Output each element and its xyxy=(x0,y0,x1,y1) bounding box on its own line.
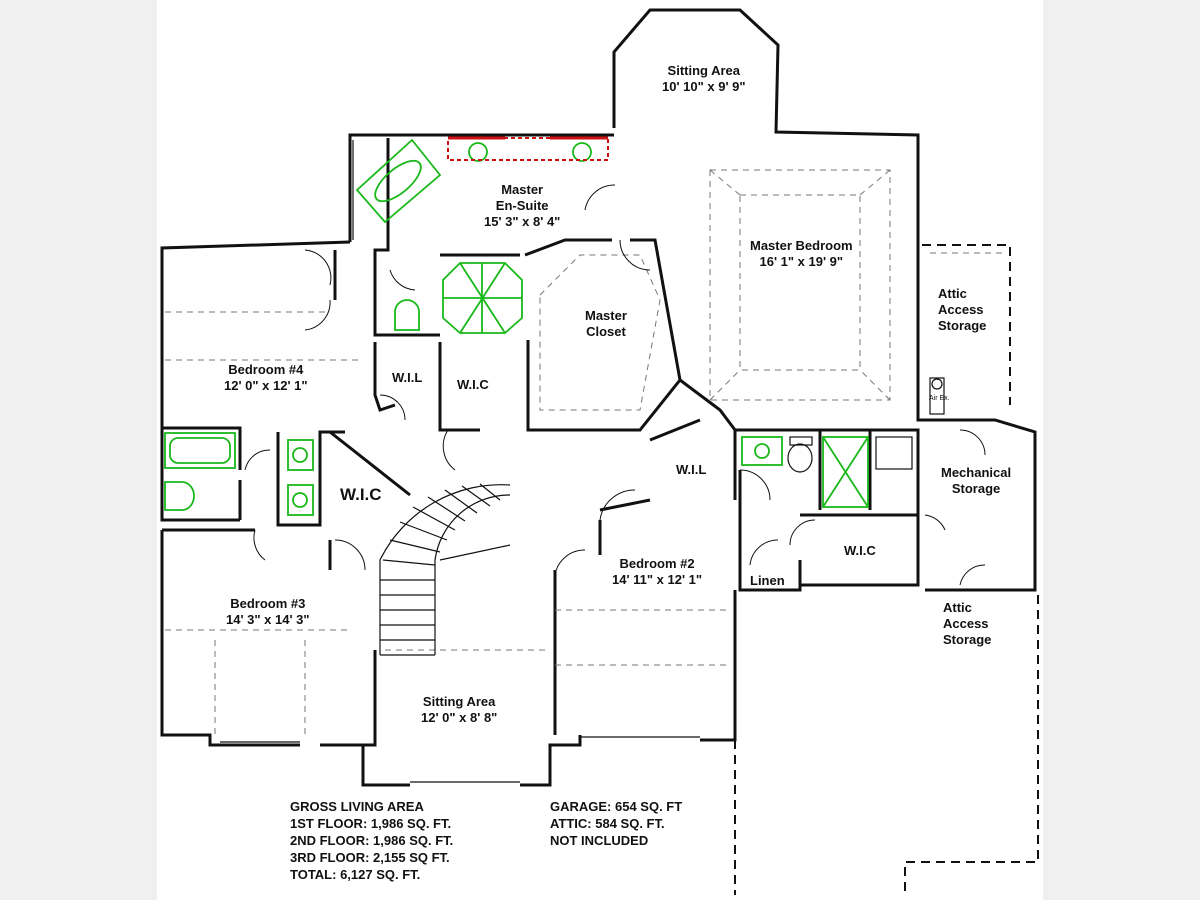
attic-bottom-line3: Storage xyxy=(943,632,992,647)
garage-line1: GARAGE: 654 SQ. FT xyxy=(550,799,683,814)
bedroom3-name: Bedroom #3 xyxy=(230,596,306,611)
attic-bottom-label: Attic Access Storage xyxy=(943,600,991,648)
sitting-area-bottom-size: 12' 0" x 8' 8" xyxy=(421,710,498,725)
wic-left-label: W.I.C xyxy=(340,485,382,504)
master-closet-line2: Closet xyxy=(586,324,626,339)
air-exchanger-label: Air Ex. xyxy=(929,395,950,402)
gross-floor3: 3RD FLOOR: 2,155 SQ FT. xyxy=(290,850,450,865)
linen-label: Linen xyxy=(750,573,785,588)
sitting-area-bottom-label: Sitting Area 12' 0" x 8' 8" xyxy=(421,694,497,726)
plumbing-fixtures xyxy=(164,138,869,516)
bedroom2-label: Bedroom #2 14' 11" x 12' 1" xyxy=(612,556,702,588)
garage-attic-block: GARAGE: 654 SQ. FT ATTIC: 584 SQ. FT. NO… xyxy=(550,798,682,849)
interior-walls xyxy=(162,138,920,735)
windows xyxy=(220,140,700,783)
sitting-area-top-size: 10' 10" x 9' 9" xyxy=(662,79,746,94)
curved-staircase xyxy=(379,483,511,656)
wil-top-label: W.I.L xyxy=(392,370,423,385)
gross-living-area-block: GROSS LIVING AREA 1ST FLOOR: 1,986 SQ. F… xyxy=(290,798,453,883)
master-ensuite-label: Master En-Suite 15' 3" x 8' 4" xyxy=(484,182,560,230)
attic-bottom-line2: Access xyxy=(943,616,989,631)
bedroom2-name: Bedroom #2 xyxy=(619,556,695,571)
gross-title: GROSS LIVING AREA xyxy=(290,799,424,814)
sitting-area-top-label: Sitting Area 10' 10" x 9' 9" xyxy=(662,63,746,95)
gross-total: TOTAL: 6,127 SQ. FT. xyxy=(290,867,421,882)
exterior-walls xyxy=(160,8,1037,787)
master-bedroom-size: 16' 1" x 19' 9" xyxy=(759,254,844,269)
master-ensuite-line1: Master xyxy=(501,182,544,197)
attic-dashed-outline xyxy=(734,244,1039,895)
sitting-area-bottom-name: Sitting Area xyxy=(422,694,496,709)
ceiling-lines xyxy=(165,169,1005,735)
gross-floor2: 2ND FLOOR: 1,986 SQ. FT. xyxy=(290,833,454,848)
master-ensuite-line2: En-Suite xyxy=(495,198,549,213)
master-ensuite-size: 15' 3" x 8' 4" xyxy=(484,214,561,229)
wic-right-label: W.I.C xyxy=(844,543,876,558)
door-swings xyxy=(244,184,986,586)
gross-floor1: 1ST FLOOR: 1,986 SQ. FT. xyxy=(290,816,452,831)
garage-line2: ATTIC: 584 SQ. FT. xyxy=(550,816,665,831)
mechanical-line2: Storage xyxy=(951,481,1001,496)
bedroom3-label: Bedroom #3 14' 3" x 14' 3" xyxy=(226,596,310,628)
bedroom2-size: 14' 11" x 12' 1" xyxy=(612,572,703,587)
wic-top-label: W.I.C xyxy=(457,377,489,392)
bedroom3-size: 14' 3" x 14' 3" xyxy=(226,612,310,627)
wil-mid-label: W.I.L xyxy=(676,462,707,477)
mechanical-storage-label: Mechanical Storage xyxy=(941,465,1011,497)
attic-top-line2: Access xyxy=(938,302,984,317)
attic-top-label: Attic Access Storage xyxy=(938,286,986,334)
misc-fixtures xyxy=(787,377,945,473)
master-closet-line1: Master xyxy=(585,308,627,323)
bedroom4-label: Bedroom #4 12' 0" x 12' 1" xyxy=(224,362,308,394)
attic-bottom-line1: Attic xyxy=(943,600,972,615)
master-bedroom-name: Master Bedroom xyxy=(750,238,853,253)
vanity-counters xyxy=(447,136,609,161)
garage-line3: NOT INCLUDED xyxy=(550,833,649,848)
mechanical-line1: Mechanical xyxy=(941,465,1012,480)
master-closet-label: Master Closet xyxy=(585,308,627,340)
sitting-area-top-name: Sitting Area xyxy=(667,63,741,78)
attic-top-line3: Storage xyxy=(938,318,987,333)
master-bedroom-label: Master Bedroom 16' 1" x 19' 9" xyxy=(750,238,853,270)
attic-top-line1: Attic xyxy=(938,286,967,301)
bedroom4-size: 12' 0" x 12' 1" xyxy=(224,378,308,393)
bedroom4-name: Bedroom #4 xyxy=(228,362,304,377)
